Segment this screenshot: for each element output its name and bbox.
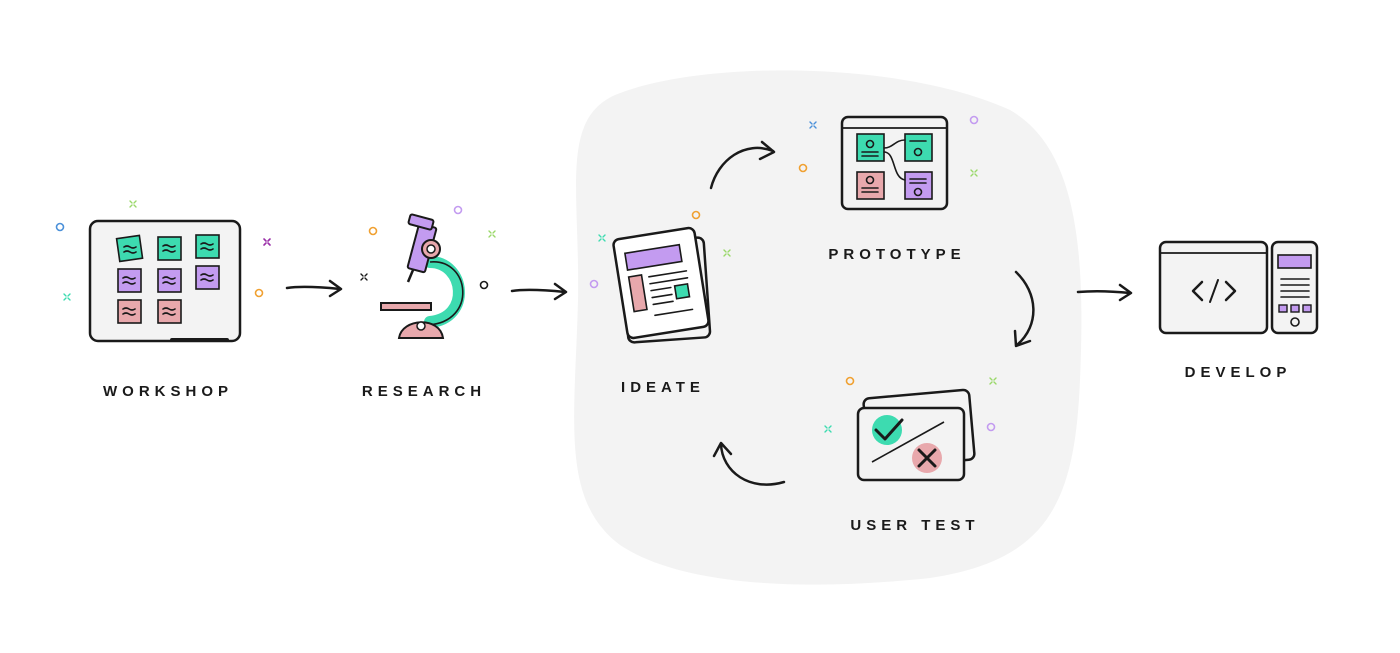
- develop-stage: DEVELOP: [1158, 240, 1319, 381]
- research-stage: RESEARCH: [362, 213, 486, 400]
- ideate-label: IDEATE: [621, 379, 705, 396]
- microscope-icon: [380, 213, 465, 339]
- sparkle-decorations: [55, 200, 271, 301]
- arrow-user-test-to-ideate: [712, 441, 786, 486]
- prototype-label: PROTOTYPE: [828, 246, 965, 263]
- user-test-label: USER TEST: [850, 517, 979, 534]
- arrow-research-to-ideate: [510, 282, 568, 301]
- sparkle-decorations: [589, 210, 731, 289]
- document-stack-icon: [612, 226, 712, 344]
- sparkle-decorations: [798, 115, 979, 177]
- workshop-stage: WORKSHOP: [88, 219, 242, 400]
- ideate-stage: IDEATE: [612, 226, 712, 396]
- arrow-ideate-to-prototype: [709, 140, 776, 190]
- arrow-workshop-to-research: [285, 279, 343, 298]
- sparkle-decorations: [360, 205, 496, 290]
- sparkle-decorations: [824, 376, 997, 433]
- code-devices-icon: [1158, 240, 1319, 335]
- prototype-stage: PROTOTYPE: [828, 115, 965, 263]
- sticky-note-board-icon: [88, 219, 242, 343]
- develop-label: DEVELOP: [1185, 364, 1292, 381]
- arrow-prototype-to-user-test: [1013, 270, 1035, 348]
- arrow-cycle-to-develop: [1076, 283, 1133, 302]
- user-test-stage: USER TEST: [850, 388, 979, 534]
- workshop-label: WORKSHOP: [103, 383, 233, 400]
- pass-fail-cards-icon: [856, 388, 976, 482]
- wireframe-screen-icon: [840, 115, 949, 211]
- research-label: RESEARCH: [362, 383, 486, 400]
